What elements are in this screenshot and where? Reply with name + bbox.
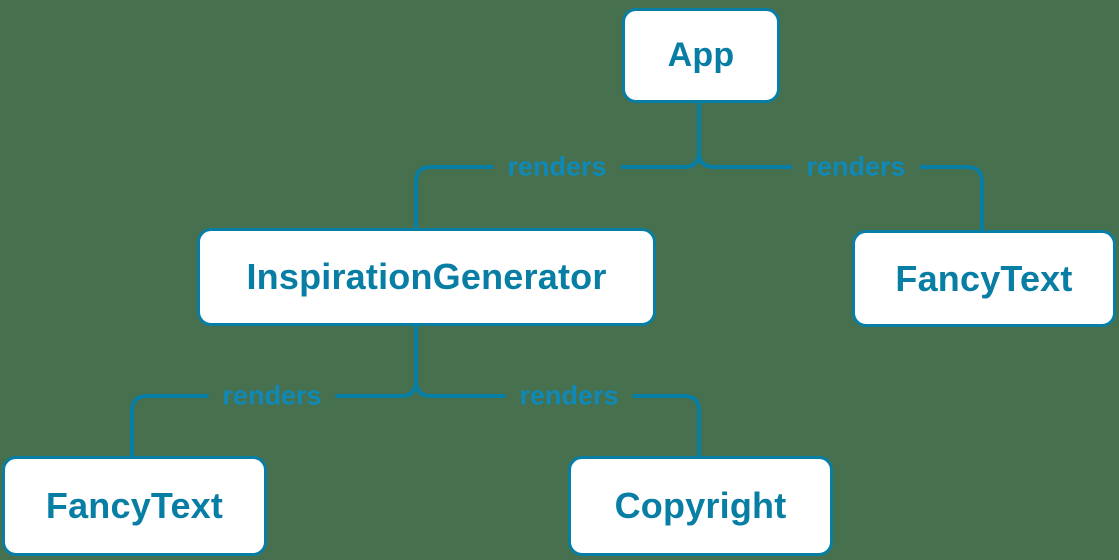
tree-node-app: App — [622, 8, 780, 103]
edge-app-to-fancytext — [697, 151, 984, 231]
edge-label-renders-app-inspirationgenerator: renders — [493, 149, 621, 185]
tree-node-inspiration-generator: InspirationGenerator — [197, 228, 656, 326]
tree-node-fancytext-bottom: FancyText — [2, 456, 267, 556]
edge-label-renders-app-fancytext: renders — [792, 149, 920, 185]
edge-label-renders-inspirationgenerator-copyright: renders — [505, 378, 633, 414]
edge-label-renders-inspirationgenerator-fancytext: renders — [208, 378, 336, 414]
tree-node-fancytext-top: FancyText — [852, 230, 1116, 327]
tree-node-copyright: Copyright — [568, 456, 833, 556]
edge-inspirationgenerator-to-copyright — [414, 380, 701, 457]
